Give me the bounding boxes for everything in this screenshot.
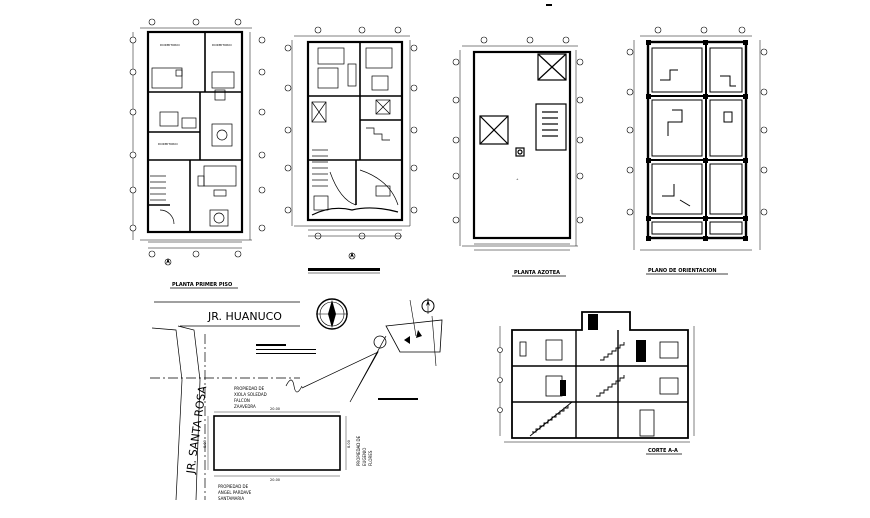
roof-plan: +: [452, 36, 584, 251]
owner-right-line: FLORES: [368, 450, 373, 466]
owner-bottom-line: SANTAMARIA: [218, 496, 244, 501]
section-title-text: CORTE A-A: [648, 448, 678, 454]
orientation-title: PLANO DE ORIENTACION: [646, 268, 728, 275]
location-plan: [150, 298, 443, 501]
dimension-right: 8.00: [347, 440, 351, 448]
dimension-top: 20.00: [270, 407, 280, 411]
room-label: DORMITORIO: [158, 142, 178, 146]
street-label-top: JR. HUANUCO: [207, 310, 282, 323]
axis-bubbles: [626, 26, 768, 216]
owner-top-line: XIOLA SOLEDAD: [234, 392, 267, 397]
dimension-left: 8.00: [203, 440, 207, 448]
axis-bubbles-top: [148, 18, 242, 258]
owner-right-line: EUGENIO: [362, 448, 367, 466]
section-title: CORTE A-A: [646, 448, 682, 455]
room-label: DORMITORIO: [160, 43, 180, 47]
owner-right-line: PROPIEDAD DE: [356, 435, 361, 466]
room-label: DORMITORIO: [212, 43, 232, 47]
level-markers: [497, 347, 503, 413]
roof-title: PLANTA AZOTEA: [512, 270, 566, 277]
axis-bubbles-side: [129, 36, 266, 232]
first-floor-plan: DORMITORIO DORMITORIO DORMITORIO: [129, 18, 266, 266]
section-a-a: [497, 311, 695, 443]
plan-title: PLANTA AZOTEA: [514, 270, 560, 276]
svg-text:+: +: [516, 177, 519, 181]
first-floor-title: PLANTA PRIMER PISO: [170, 282, 238, 289]
owner-bottom-line: PROPIEDAD DE: [218, 484, 249, 489]
location-labels: JR. HUANUCO JR. SANTA ROSA PROPIEDAD DE …: [184, 310, 373, 501]
owner-top-line: ZAAVEDRA: [234, 404, 256, 409]
owner-top-line: FALCON: [234, 398, 250, 403]
second-floor-title: [308, 268, 380, 274]
owner-bottom-line: ANGEL PARDAVE: [218, 490, 252, 495]
second-floor-plan: [284, 26, 418, 260]
axis-bubbles: [452, 36, 584, 224]
plan-title: PLANO DE ORIENTACION: [648, 268, 717, 274]
owner-right: PROPIEDAD DE EUGENIO FLORES: [356, 435, 373, 466]
plan-title: PLANTA PRIMER PISO: [172, 282, 232, 288]
sheet-mark: [546, 4, 552, 6]
street-label-side: JR. SANTA ROSA: [184, 385, 209, 476]
owner-top-line: PROPIEDAD DE: [234, 386, 265, 391]
axis-bubbles: [284, 26, 418, 240]
orientation-plan: [626, 26, 768, 251]
dimension-bottom: 20.00: [270, 478, 280, 482]
